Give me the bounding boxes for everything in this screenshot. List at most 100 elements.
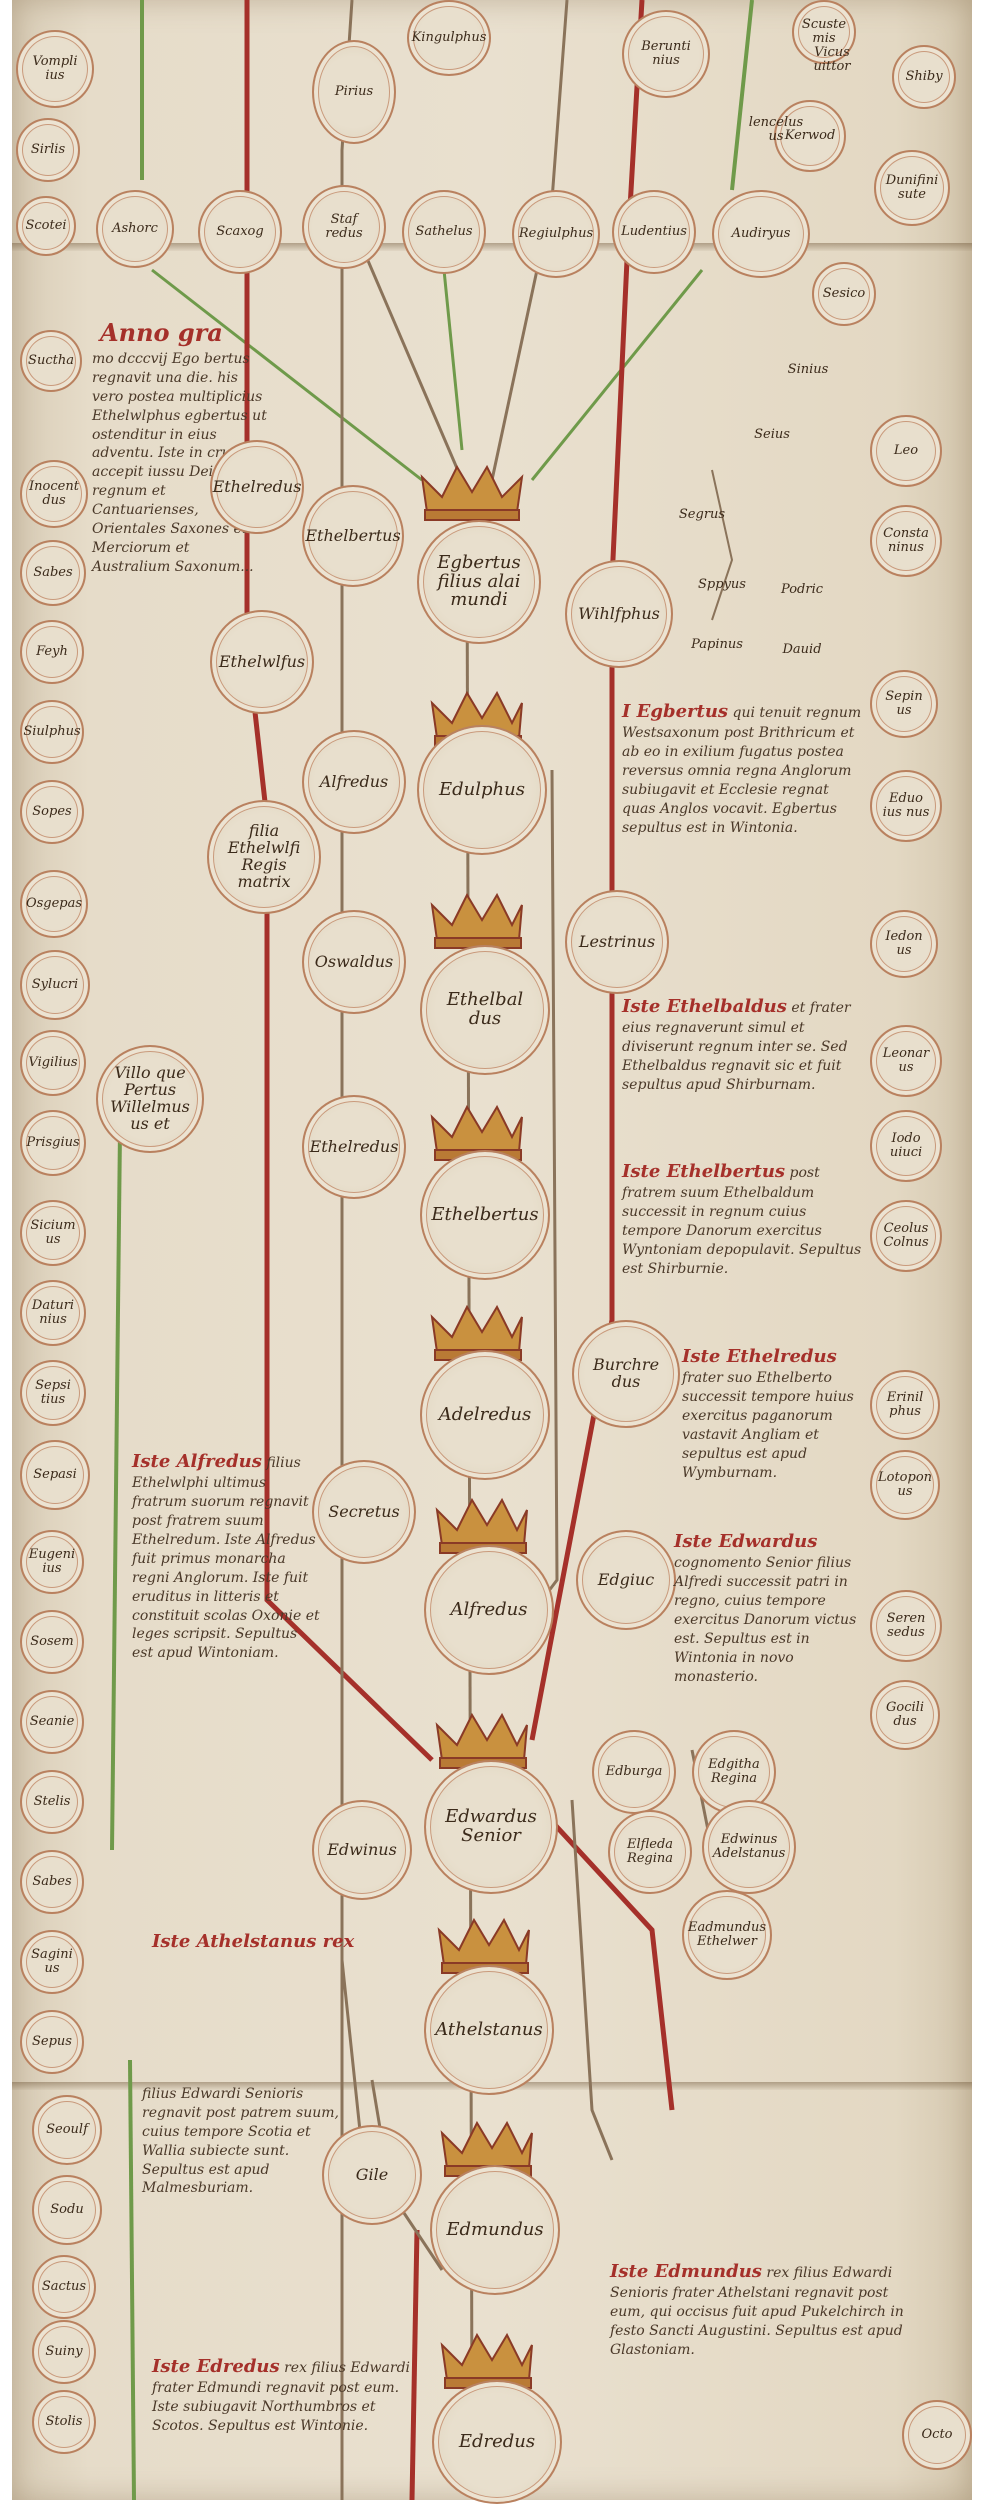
- top-medallion: Ludentius: [612, 190, 696, 274]
- paragraph-ethelbaldus: Iste Ethelbaldus et frater eius regnaver…: [622, 996, 851, 1093]
- cluster-medallion: Segrus: [678, 507, 726, 523]
- cluster-medallion: Sinius: [787, 362, 829, 378]
- right-col-medallion: Erinil phus: [870, 1370, 940, 1440]
- king-medallion: Edredus: [432, 2380, 562, 2504]
- side-medallion: Elfleda Regina: [608, 1810, 692, 1894]
- king-medallion: Adelredus: [420, 1350, 550, 1480]
- genealogical-roll: Vompli ius Sirlis Scotei Ashorc Scaxog S…: [12, 0, 972, 2504]
- cluster-medallion: Seius: [754, 427, 790, 443]
- anno-heading: Anno gra: [100, 318, 223, 347]
- left-col-medallion: Siulphus: [20, 700, 84, 764]
- king-medallion: Edwardus Senior: [424, 1760, 558, 1894]
- top-medallion: Regiulphus: [512, 190, 600, 278]
- right-col-medallion: Iedon us: [870, 910, 938, 978]
- side-medallion: Edgiuc: [576, 1530, 676, 1630]
- left-col-medallion: Seoulf: [32, 2095, 102, 2165]
- top-medallion: Pirius: [312, 40, 396, 144]
- right-col-medallion: Gocili dus: [870, 1680, 940, 1750]
- top-medallion: Sathelus: [402, 190, 486, 274]
- right-col-medallion: Sepin us: [870, 670, 938, 738]
- paragraph-ethelbertus: Iste Ethelbertus post fratrem suum Ethel…: [622, 1161, 862, 1277]
- left-col-medallion: Daturi nius: [20, 1280, 86, 1346]
- left-col-medallion: Sagini us: [20, 1930, 84, 1994]
- left-col-medallion: Suiny: [32, 2320, 96, 2384]
- right-col-medallion: Consta ninus: [870, 505, 942, 577]
- paragraph-alfredus: Iste Alfredus filius Ethelwlphi ultimus …: [132, 1451, 320, 1662]
- left-col-medallion: Stelis: [20, 1770, 84, 1834]
- left-col-medallion: Eugeni ius: [20, 1530, 84, 1594]
- left-col-medallion: Sosem: [20, 1610, 84, 1674]
- left-col-medallion: Seanie: [20, 1690, 84, 1754]
- top-medallion: Kingulphus: [407, 0, 491, 76]
- side-medallion: Ethelwlfus: [210, 610, 314, 714]
- cluster-medallion: Papinus: [691, 637, 743, 653]
- top-medallion: Staf redus: [302, 185, 386, 269]
- left-col-medallion: Suctha: [20, 330, 82, 392]
- left-col-medallion: Sylucri: [20, 950, 90, 1020]
- king-medallion: Edulphus: [417, 725, 547, 855]
- paragraph-athelstanus-text: filius Edwardi Senioris regnavit post pa…: [142, 2086, 339, 2197]
- left-col-medallion: Sactus: [32, 2255, 96, 2319]
- cluster-medallion: Sppyus: [698, 577, 746, 593]
- paragraph-edredus: Iste Edredus rex filius Edwardi frater E…: [152, 2356, 411, 2435]
- left-col-medallion: Vigilius: [20, 1030, 86, 1096]
- left-col-medallion: Osgepas: [20, 870, 88, 938]
- top-medallion: Kerwod: [774, 100, 846, 172]
- side-medallion: Edwinus: [312, 1800, 412, 1900]
- paragraph-egbertus: I Egbertus qui tenuit regnum Westsaxonum…: [622, 701, 862, 836]
- cluster-medallion: Dauid: [782, 642, 822, 658]
- side-medallion: Edwinus Adelstanus: [702, 1800, 796, 1894]
- top-medallion: Scaxog: [198, 190, 282, 274]
- anno-text: mo dcccvij Ego bertus regnavit una die. …: [92, 351, 267, 575]
- paragraph-edwardus: Iste Edwardus cognomento Senior filius A…: [674, 1531, 857, 1685]
- side-medallion: Burchre dus: [572, 1320, 680, 1428]
- left-col-medallion: Inocent dus: [20, 460, 88, 528]
- parchment-seam: [12, 243, 972, 251]
- side-medallion: Lestrinus: [565, 890, 669, 994]
- left-col-medallion: Sepus: [20, 2010, 84, 2074]
- king-medallion: Edmundus: [430, 2165, 560, 2295]
- cluster-medallion: Sesico: [812, 262, 876, 326]
- side-medallion: filia Ethelwlfi Regis matrix: [207, 800, 321, 914]
- left-col-medallion: Sabes: [20, 540, 86, 606]
- left-col-medallion: Sicium us: [20, 1200, 86, 1266]
- left-col-medallion: Feyh: [20, 620, 84, 684]
- left-col-medallion: Sepasi: [20, 1440, 90, 1510]
- paragraph-edmundus: Iste Edmundus rex filius Edwardi Seniori…: [610, 2261, 904, 2358]
- side-medallion: Oswaldus: [302, 910, 406, 1014]
- side-medallion: Ethelbertus: [302, 485, 404, 587]
- crown-icon: [430, 892, 523, 949]
- king-medallion: Athelstanus: [424, 1965, 554, 2095]
- king-medallion: Alfredus: [424, 1545, 554, 1675]
- paragraph-ethelredus: Iste Ethelredus frater suo Ethelberto su…: [682, 1346, 854, 1481]
- king-medallion: Ethelbal dus: [420, 945, 550, 1075]
- top-medallion: Sirlis: [16, 118, 80, 182]
- right-col-medallion: Leo: [870, 415, 942, 487]
- right-col-medallion: Lotopon us: [870, 1450, 940, 1520]
- right-col-medallion: Iodo uiuci: [870, 1110, 942, 1182]
- side-medallion: Edburga: [592, 1730, 676, 1814]
- paragraph-athelstanus: Iste Athelstanus rex: [152, 1931, 355, 1952]
- top-medallion: Shiby: [892, 45, 956, 109]
- left-col-medallion: Prisgius: [20, 1110, 86, 1176]
- side-medallion: Alfredus: [302, 730, 406, 834]
- left-col-medallion: Sopes: [20, 780, 84, 844]
- left-col-medallion: Sepsi tius: [20, 1360, 86, 1426]
- top-medallion: Vompli ius: [16, 30, 94, 108]
- side-medallion: Secretus: [312, 1460, 416, 1564]
- side-medallion: Edgitha Regina: [692, 1730, 776, 1814]
- right-col-medallion: Octo: [902, 2400, 972, 2470]
- side-medallion: Ethelredus: [302, 1095, 406, 1199]
- top-medallion: Ashorc: [96, 190, 174, 268]
- side-medallion: Eadmundus Ethelwer: [682, 1890, 772, 1980]
- left-col-medallion: Sodu: [32, 2175, 102, 2245]
- side-medallion: Villo que Pertus Willelmus us et: [96, 1045, 204, 1153]
- right-col-medallion: Seren sedus: [870, 1590, 942, 1662]
- cluster-medallion: Podric: [780, 582, 824, 598]
- top-medallion: Dunifini sute: [874, 150, 950, 226]
- side-medallion: Wihlfphus: [565, 560, 673, 668]
- left-col-medallion: Sabes: [20, 1850, 84, 1914]
- right-col-medallion: Leonar us: [870, 1025, 942, 1097]
- top-medallion: Scuste mis: [792, 0, 856, 64]
- side-medallion: Ethelredus: [210, 440, 304, 534]
